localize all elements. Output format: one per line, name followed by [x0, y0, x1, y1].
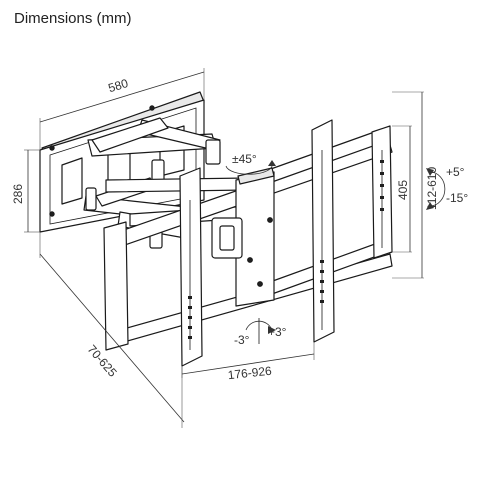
dim-580-label: 580 [107, 76, 131, 95]
tilt-indicator: +5° -15° [426, 165, 468, 210]
dim-286: 286 [11, 149, 40, 233]
dim-112-610-label: 112-610 [425, 167, 439, 210]
swivel-label: ±45° [232, 152, 257, 166]
dim-405-label: 405 [396, 180, 410, 200]
rotation-indicator: -3° +3° [234, 318, 287, 347]
dim-176-926: 176-926 [181, 342, 315, 383]
dim-286-label: 286 [11, 184, 25, 204]
tilt-down-label: -15° [446, 191, 468, 205]
dim-176-926-label: 176-926 [227, 364, 273, 383]
tilt-up-label: +5° [446, 165, 465, 179]
rotate-right-label: +3° [268, 325, 287, 339]
rotate-left-label: -3° [234, 333, 250, 347]
swivel-indicator: ±45° [225, 152, 276, 175]
dim-405: 405 [392, 125, 412, 253]
dim-112-610: 112-610 [392, 91, 439, 279]
dim-580: 580 [39, 68, 205, 150]
diagram-title: Dimensions (mm) [14, 10, 132, 27]
tv-bracket [103, 119, 393, 367]
